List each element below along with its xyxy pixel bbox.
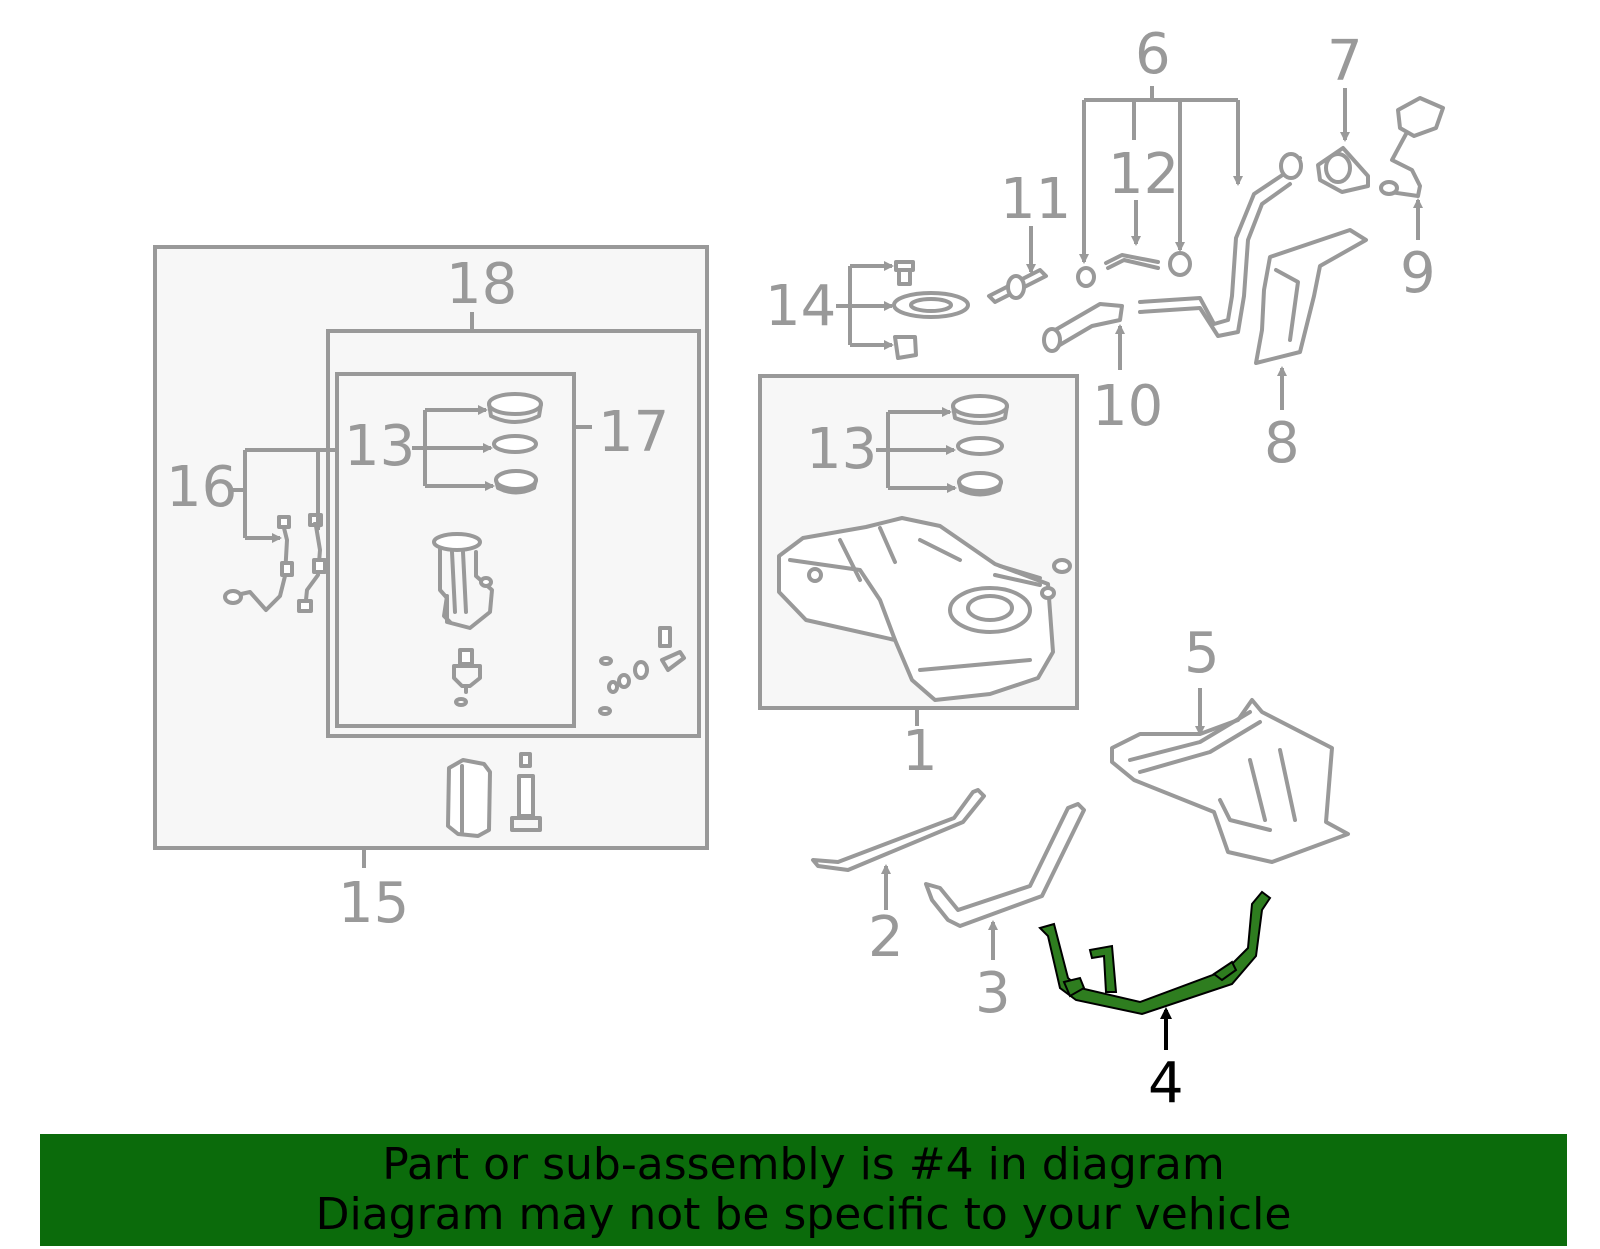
banner-line-2: Diagram may not be specific to your vehi… — [315, 1189, 1292, 1240]
tank-strap-4-highlighted-part — [1038, 890, 1272, 1016]
callout-6: 6 — [1135, 22, 1171, 87]
callout-13-box1: 13 — [806, 417, 877, 482]
filler-pipe-part — [1138, 152, 1303, 338]
fuel-tank-part — [777, 516, 1072, 702]
hose-parts — [987, 251, 1192, 353]
info-banner: Part or sub-assembly is #4 in diagram Di… — [40, 1134, 1567, 1246]
fuel-cap-tether-part — [1379, 96, 1445, 198]
callout-16: 16 — [166, 455, 237, 520]
callout-14: 14 — [765, 274, 836, 339]
leader-14 — [836, 261, 894, 350]
callout-15: 15 — [338, 871, 409, 936]
fuel-filter-part — [446, 758, 492, 838]
callout-2: 2 — [868, 905, 904, 970]
banner-line-1: Part or sub-assembly is #4 in diagram — [382, 1139, 1225, 1190]
callout-5: 5 — [1184, 621, 1220, 686]
pressure-regulator-part — [510, 752, 542, 832]
callout-12: 12 — [1108, 142, 1179, 207]
callout-18: 18 — [446, 252, 517, 317]
pump-seal-ring-parts — [487, 392, 543, 495]
callout-13-box17: 13 — [344, 414, 415, 479]
leader-16 — [232, 448, 339, 543]
part-14-fastener-parts — [892, 260, 970, 360]
callout-9: 9 — [1400, 241, 1436, 306]
callout-1: 1 — [902, 719, 938, 784]
leader-13-box17 — [412, 405, 495, 491]
callout-7: 7 — [1327, 29, 1363, 94]
callout-10: 10 — [1092, 374, 1163, 439]
callout-17: 17 — [598, 400, 669, 465]
callout-3: 3 — [975, 961, 1011, 1026]
filler-cap-housing-part — [1316, 146, 1370, 194]
heat-shield-part — [1110, 698, 1350, 864]
callout-11: 11 — [1000, 167, 1071, 232]
tank-seal-ring-parts — [951, 394, 1009, 497]
wire-harness-parts — [223, 513, 327, 613]
tank-strap-3-part — [924, 802, 1086, 928]
small-o-ring-parts — [598, 626, 686, 716]
fuel-pump-module-part — [432, 532, 494, 707]
callout-8: 8 — [1264, 411, 1300, 476]
leader-6 — [1079, 86, 1243, 264]
tank-strap-2-part — [811, 788, 986, 872]
callout-4-highlighted: 4 — [1148, 1051, 1184, 1116]
leader-13-box1 — [876, 407, 957, 493]
filler-bracket-part — [1254, 228, 1368, 365]
